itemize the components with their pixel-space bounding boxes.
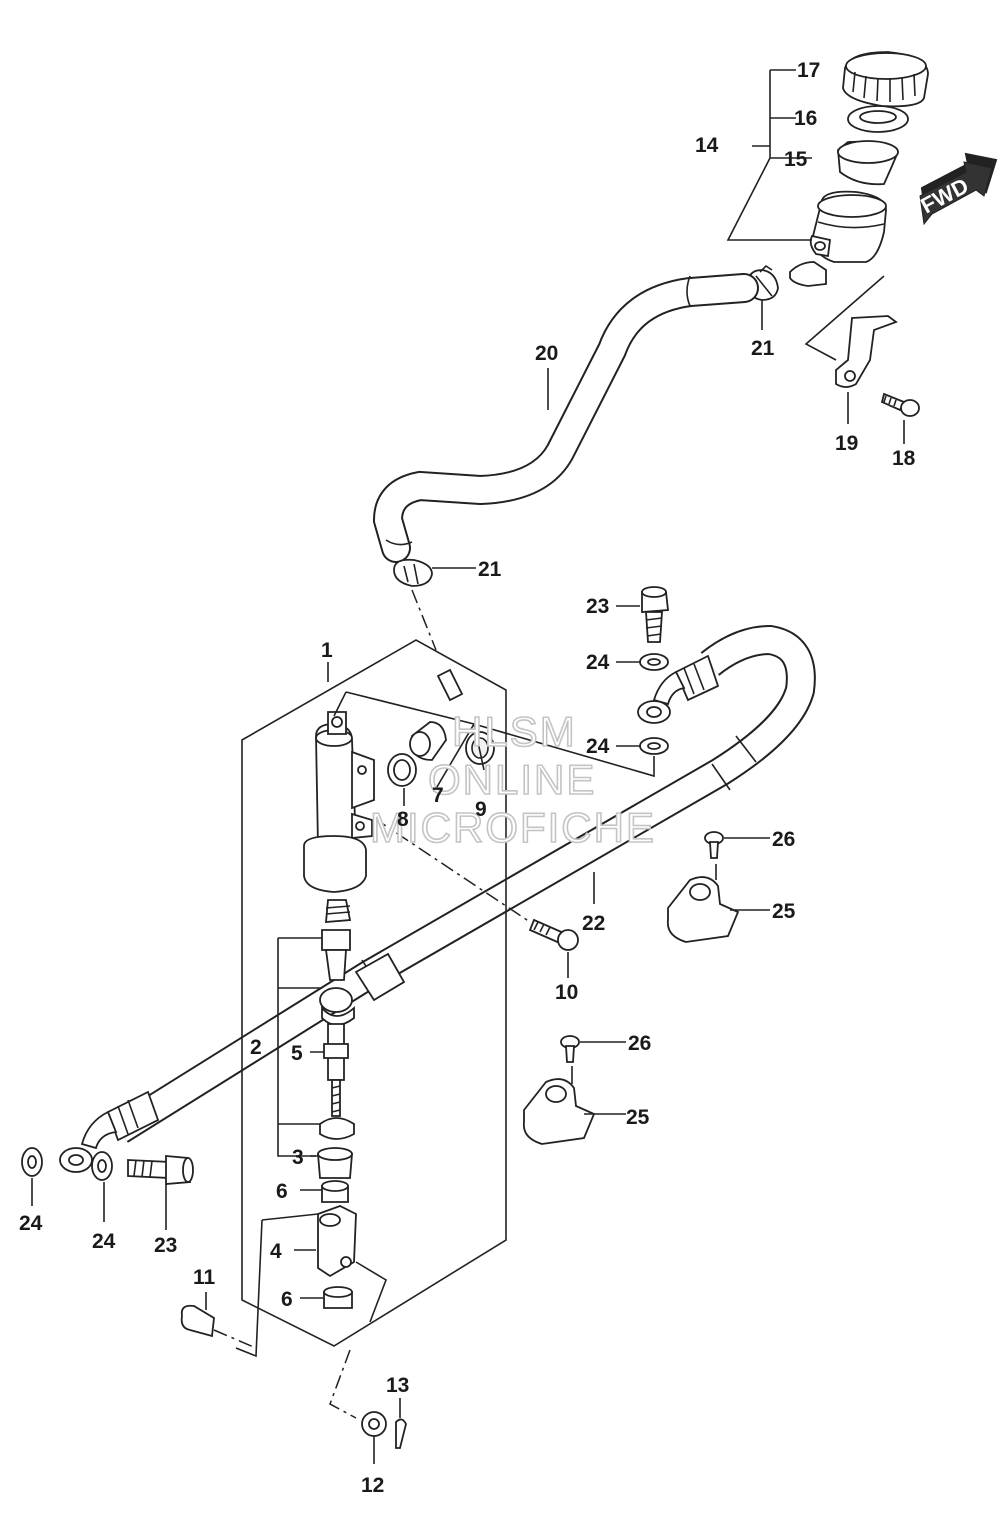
bracket-bolt (880, 392, 920, 417)
callout-23-lower: 23 (154, 1234, 177, 1257)
watermark: HLSM ONLINE MICROFICHE (369, 707, 656, 852)
hose-guide-screw-upper (704, 831, 724, 859)
callout-23-upper: 23 (586, 595, 609, 618)
diaphragm-plate (847, 105, 909, 133)
callout-5: 5 (291, 1042, 303, 1065)
diaphragm (837, 140, 900, 186)
circlip (465, 731, 495, 765)
hose-guide-upper (666, 876, 740, 943)
master-cylinder-group (241, 639, 507, 1347)
callout-1: 1 (321, 639, 333, 662)
mounting-bolt-10 (528, 918, 579, 951)
callout-21-lower: 21 (478, 558, 502, 581)
callout-2: 2 (250, 1036, 262, 1059)
callout-25-lower: 25 (626, 1106, 650, 1129)
hose-clamp-lower (393, 558, 433, 587)
cotter-pin (395, 1418, 407, 1449)
callout-9: 9 (475, 798, 487, 821)
sealing-washer-upper-a (639, 653, 669, 671)
callout-21-upper: 21 (751, 337, 775, 360)
callout-17: 17 (797, 59, 820, 82)
fwd-arrow: FWD (917, 152, 998, 226)
callout-20: 20 (535, 342, 558, 365)
callout-25-upper: 25 (772, 900, 796, 923)
hose-guide-lower (522, 1078, 596, 1145)
callout-18: 18 (892, 447, 916, 470)
reservoir-hose (372, 273, 759, 563)
callout-3: 3 (292, 1146, 304, 1169)
callout-7: 7 (432, 784, 444, 807)
callout-13: 13 (386, 1374, 409, 1397)
callout-24-lower-b: 24 (92, 1230, 116, 1253)
sealing-washer-upper-b (639, 737, 669, 755)
callout-14: 14 (695, 134, 719, 157)
reservoir-assembly (747, 51, 929, 417)
callout-19: 19 (835, 432, 858, 455)
brake-hose (59, 624, 816, 1173)
sealing-washer-lower-b (91, 1151, 113, 1181)
callout-10: 10 (555, 981, 578, 1004)
hose-guide-screw-lower (560, 1035, 580, 1063)
callout-26-upper: 26 (772, 828, 795, 851)
callout-12: 12 (361, 1474, 384, 1497)
union-bolt-lower (127, 1155, 194, 1185)
leader-lines (31, 69, 905, 1464)
reservoir-cap (842, 51, 929, 108)
o-ring (387, 753, 417, 787)
master-cylinder (303, 711, 375, 893)
callout-8: 8 (397, 808, 409, 831)
reservoir-bracket (835, 315, 898, 388)
callout-24-upper-b: 24 (586, 735, 610, 758)
mounting-bolt-11 (180, 1304, 215, 1338)
outlet-fitting (409, 668, 464, 761)
sealing-washer-lower-a (21, 1147, 43, 1177)
watermark-line-1: HLSM (452, 708, 577, 755)
callout-11: 11 (193, 1266, 216, 1289)
washer-12 (361, 1411, 387, 1437)
callout-6-lower: 6 (281, 1288, 293, 1311)
watermark-line-2: ONLINE (428, 756, 596, 803)
callout-24-upper-a: 24 (586, 651, 610, 674)
callout-labels: 17 16 14 15 21 20 19 18 21 23 1 24 24 7 … (19, 59, 916, 1497)
reservoir-body (789, 190, 887, 287)
callout-26-lower: 26 (628, 1032, 651, 1055)
push-rod-assembly (317, 899, 357, 1309)
union-bolt-upper (641, 586, 669, 643)
callout-4: 4 (270, 1240, 282, 1263)
callout-6-upper: 6 (276, 1180, 288, 1203)
watermark-line-3: MICROFICHE (370, 804, 656, 851)
callout-15: 15 (784, 148, 808, 171)
callout-22: 22 (582, 912, 605, 935)
callout-16: 16 (794, 107, 817, 130)
callout-24-lower-a: 24 (19, 1212, 43, 1235)
